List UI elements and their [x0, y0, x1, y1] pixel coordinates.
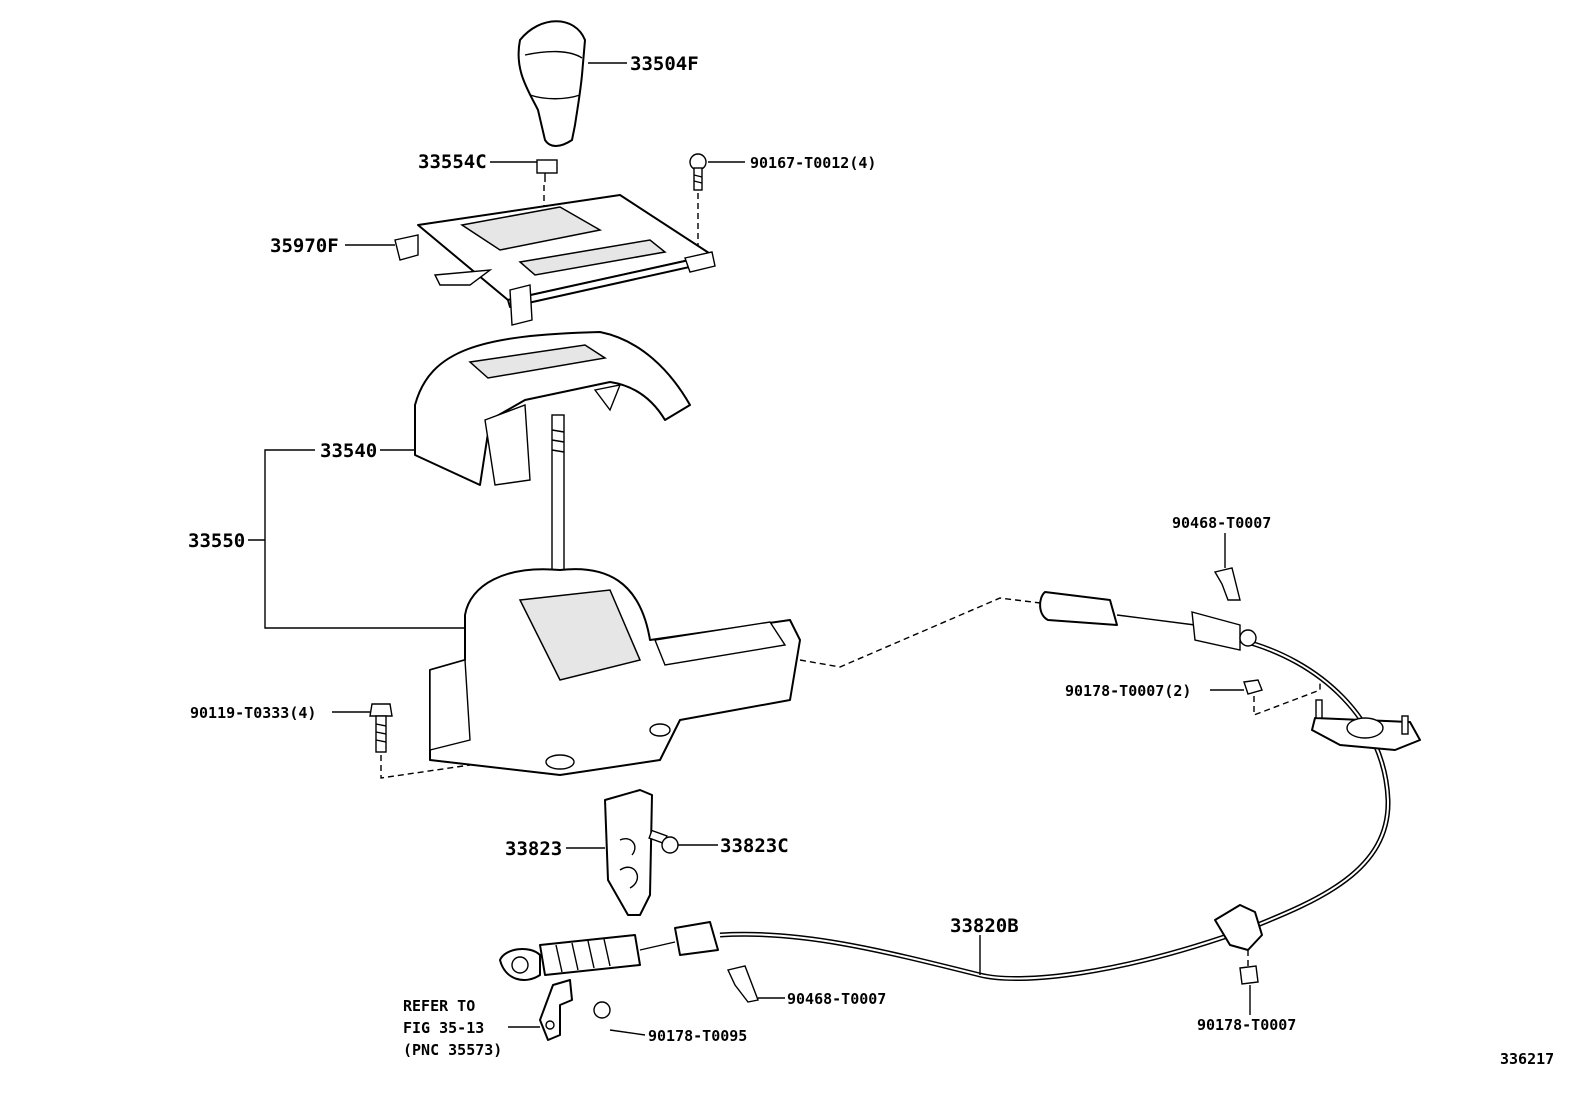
label-nut-lower-center: 90178-T0095: [648, 1027, 747, 1045]
label-knob-clip: 33554C: [418, 151, 487, 173]
refer-line-1: REFER TO: [403, 997, 475, 1015]
screw-top[interactable]: [689, 153, 707, 191]
clip-lower[interactable]: [727, 965, 759, 1003]
housing-cover[interactable]: [414, 331, 691, 486]
nut-lower-right[interactable]: [1239, 965, 1259, 985]
indicator-plate[interactable]: [394, 194, 716, 326]
label-nut-upper: 90178-T0007(2): [1065, 682, 1191, 700]
shift-cable[interactable]: [499, 591, 1421, 982]
bolt-left[interactable]: [369, 703, 393, 753]
refer-line-3: (PNC 35573): [403, 1041, 502, 1059]
clip-upper[interactable]: [1213, 567, 1241, 601]
label-cable: 33820B: [950, 915, 1019, 937]
label-knob: 33504F: [630, 53, 699, 75]
label-clip-lower: 90468-T0007: [787, 990, 886, 1008]
diagram-id: 336217: [1500, 1050, 1554, 1068]
shift-knob[interactable]: [517, 20, 586, 147]
nut-lower-center[interactable]: [593, 1001, 611, 1019]
label-bracket-bolt: 33823C: [720, 835, 789, 857]
nut-upper[interactable]: [1243, 679, 1263, 695]
label-shift-lever-assy: 33550: [188, 530, 245, 552]
knob-clip[interactable]: [536, 159, 558, 182]
label-indicator-plate: 35970F: [270, 235, 339, 257]
label-bracket: 33823: [505, 838, 562, 860]
label-bolt-left: 90119-T0333(4): [190, 704, 316, 722]
refer-line-2: FIG 35-13: [403, 1019, 484, 1037]
shift-lever-base[interactable]: [429, 414, 801, 776]
label-clip-upper: 90468-T0007: [1172, 514, 1271, 532]
refer-bracket[interactable]: [539, 979, 573, 1041]
label-housing-cover: 33540: [320, 440, 377, 462]
bracket-bolt[interactable]: [648, 829, 679, 854]
label-nut-lower-right: 90178-T0007: [1197, 1016, 1296, 1034]
label-screw-top: 90167-T0012(4): [750, 154, 876, 172]
cable-bracket[interactable]: [604, 789, 653, 916]
